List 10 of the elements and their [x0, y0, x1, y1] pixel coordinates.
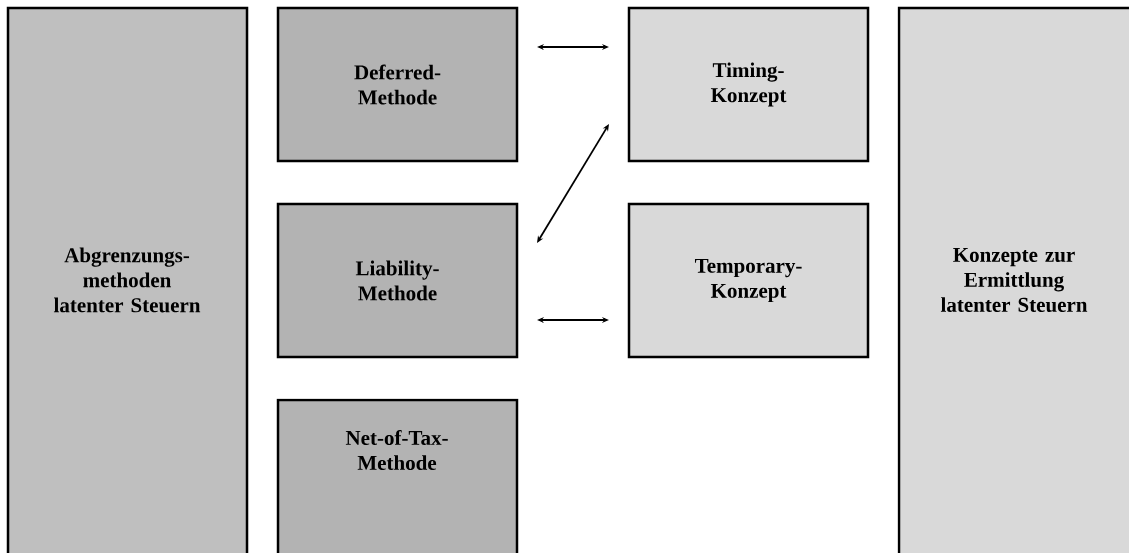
- box: Konzepte zur Ermittlung latenter Steuern: [897, 6, 1129, 553]
- box: Abgrenzungs- methoden latenter Steuern: [6, 6, 249, 553]
- arrow: [537, 43, 609, 51]
- arrow: [537, 316, 609, 324]
- box: Liability-Methode: [276, 202, 519, 359]
- box: Deferred-Methode: [276, 6, 519, 163]
- box: Net-of-Tax-Methode: [276, 398, 519, 553]
- box: Temporary-Konzept: [627, 202, 870, 359]
- box: Timing-Konzept: [627, 6, 870, 163]
- arrow: [537, 124, 609, 243]
